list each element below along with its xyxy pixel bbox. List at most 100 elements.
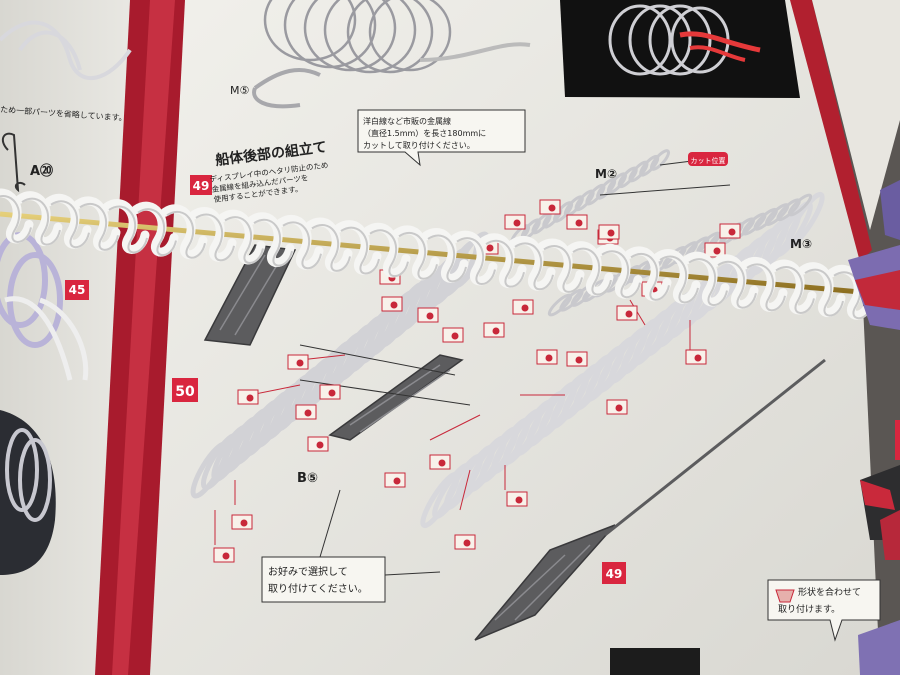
coil-loop-shade [50,200,90,249]
coil-loop-shade [601,250,641,299]
cement-drop-icon [713,247,721,255]
step-45-number: 45 [69,283,86,297]
coil-loop [566,241,614,296]
step-49-small-badge [602,562,626,584]
coil-loop-shade [804,268,844,317]
step-50-number: 50 [175,384,195,400]
coil-loop [44,193,92,249]
coil-loop-shade [108,205,148,254]
cement-drop-icon [463,539,471,547]
coil-loop [653,249,701,304]
cement-drop-icon [521,304,529,312]
coil-loop-shade [137,208,177,257]
coil-loop-shade [0,195,32,243]
physical-coil-with-brass-wire [0,188,875,320]
coil-loop-shade [166,210,206,259]
step-49-number: 49 [193,179,210,193]
cement-drop-icon [607,229,615,237]
coil-loop-shade [369,229,409,278]
choice-note-line-1: お好みで選択して [268,565,348,578]
coil-rib [649,149,671,171]
coil-loop [595,243,643,299]
coil-loop [508,235,556,291]
coil-loop [247,212,295,268]
wire-note-line-3: カットして取り付けください。 [363,140,475,150]
coil-loop [334,220,382,275]
coil-loop-shade [485,239,525,288]
coil-loop [711,254,759,310]
cement-drop-icon [304,409,312,417]
cement-drop-icon [390,301,398,309]
coil-loop [305,217,353,273]
coil-loop [189,207,237,262]
cut-tag [688,152,728,166]
coil-loop-shade [659,255,699,304]
coil-loop [392,225,440,281]
cement-drop-icon [222,552,230,560]
coil-loop [827,264,875,320]
right-page [150,0,880,675]
choice-note-line-2: 取り付けてください。 [268,582,368,595]
coil-loop-shade [79,202,119,251]
coil-loop-shade [775,266,815,314]
step-45-badge [65,280,89,300]
coil-loop-shade [427,234,467,283]
wire-note-callout [357,109,526,167]
cement-drop-icon [486,244,494,252]
cement-drop-icon [316,441,324,449]
part-label-b5: B⑤ [297,471,318,486]
part-label-m2: M② [595,167,617,181]
wire-note-line-1: 洋白線など市販の金属線 [363,116,451,126]
cement-drop-icon [246,394,254,402]
coil-loop [740,257,788,312]
gray-hull-parts [203,244,616,641]
shape-note-callout [767,579,881,642]
coil-loop [0,188,34,244]
cement-drop-icon [545,354,553,362]
coil-loop [73,196,121,252]
coil-loop-shade [514,242,554,291]
photo-inset [560,0,800,98]
model-hull-piece [848,180,900,675]
cement-drop-icon [625,310,633,318]
coil-loop [363,222,411,278]
step-50-badge [172,378,198,402]
coil-loop [450,230,498,286]
coil-loop-shade [21,197,61,246]
coil-loop-shade [717,260,757,309]
coil-loop [479,233,527,289]
wire-note-line-2: （直径1.5mm）を長さ180mmに [363,128,486,138]
coil-loop [218,209,266,265]
coil-rib [787,193,813,217]
coil-loop-shade [311,224,351,272]
coil-loop-shade [688,258,728,307]
m5-part-drawing [252,67,321,109]
cement-drop-icon [426,312,434,320]
cement-drop-icon [515,496,523,504]
cement-drop-icon [615,404,623,412]
cement-drop-icon [492,327,500,335]
coil-loop [798,262,846,317]
left-page-drawings [0,20,132,575]
m2-coil-drawing [509,149,671,246]
coil-loop [769,259,817,315]
coil-loop [682,251,730,307]
cement-drop-icon [728,228,736,236]
coil-loop [276,214,324,270]
coil-loop-shade [340,226,380,275]
coil-rib [785,191,825,249]
coil-loop-shade [572,247,612,296]
coil-loop-shade [456,237,496,286]
part-label-a20: A⑳ [30,163,53,179]
coil-loop [624,246,672,302]
coil-loop-shade [195,213,235,262]
coil-loop-shade [833,271,873,320]
shape-note-line-2: 取り付けます。 [778,604,840,615]
a20-part-sketch [1,132,26,193]
cement-drop-icon [451,332,459,340]
cement-drop-icon [438,459,446,467]
cement-drop-icon [548,204,556,212]
choice-note-callout [261,489,441,603]
coil-loop [102,199,150,254]
